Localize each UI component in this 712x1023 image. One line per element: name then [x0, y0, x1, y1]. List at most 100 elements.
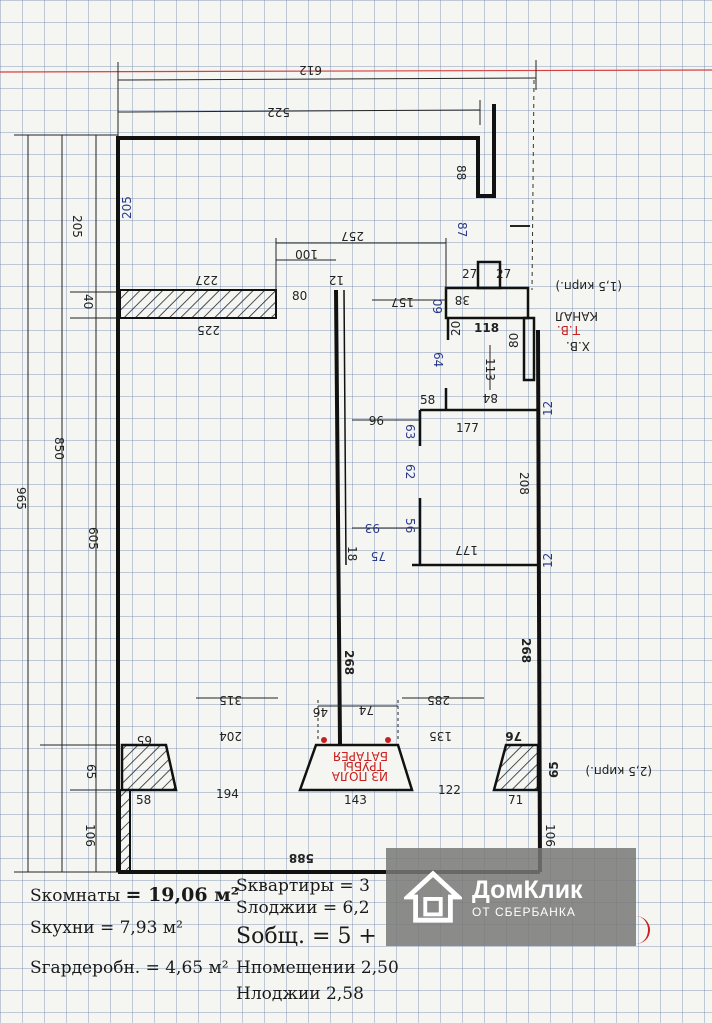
dim-27b: 27: [496, 267, 511, 281]
area-kvartiry-value: = 3: [339, 876, 370, 896]
left-dimension-lines: [14, 134, 118, 873]
dim-113: 113: [483, 358, 497, 381]
dim-204: 204: [219, 729, 242, 743]
area-kvartiry-label: Sквартиры: [236, 876, 335, 896]
area-kvartiry: Sквартиры = 3: [236, 876, 370, 896]
dim-65-left: 65: [84, 764, 98, 779]
dim-64: 64: [431, 352, 445, 367]
area-kuhni-label: Sкухни: [30, 918, 95, 938]
top-dimension-lines: [117, 60, 537, 140]
dim-225: 225: [197, 323, 220, 337]
area-kuhni-value: = 7,93 м²: [99, 918, 183, 938]
dim-12-top: 12: [329, 273, 344, 287]
arrow-lines: [196, 225, 530, 742]
area-garderob-value: = 4,65 м²: [145, 958, 229, 978]
dim-88: 88: [454, 165, 468, 180]
dimension-labels: 612 522 88 87 205 205 257 100 12 80 227 …: [14, 63, 652, 865]
dim-56: 56: [403, 518, 417, 533]
dim-106-right: 106: [543, 824, 557, 847]
dim-106-left: 106: [83, 824, 97, 847]
label-kirp-25: (2,5 кирп.): [585, 764, 652, 778]
dim-177b: 177: [455, 543, 478, 557]
hatched-beam: [119, 289, 277, 319]
area-obsh-label: Sобщ.: [236, 924, 306, 949]
dim-205-inner: 205: [120, 196, 134, 219]
area-obsh: Sобщ. = 5 +: [236, 924, 377, 949]
dim-588: 588: [289, 851, 314, 865]
dim-93: 93: [365, 521, 380, 535]
pier-center: [298, 743, 414, 792]
dim-122: 122: [438, 783, 461, 797]
watermark-brand: ДомКлик: [472, 875, 583, 904]
partition-wall-center: [334, 289, 342, 745]
dim-315: 315: [219, 693, 242, 707]
dim-18: 18: [345, 546, 359, 561]
area-komnaty: Sкомнаты = 19,06 м²: [30, 884, 239, 906]
dashed-reference-line: [531, 79, 535, 291]
dim-965: 965: [14, 487, 28, 510]
dim-58a: 58: [420, 393, 435, 407]
pier-left: [120, 743, 178, 792]
area-garderob: Sгардеробн. = 4,65 м²: [30, 958, 229, 978]
dim-205-left: 205: [70, 215, 84, 238]
label-kirp-15: (1,5 кирп.): [555, 279, 622, 293]
dim-257: 257: [341, 229, 364, 243]
area-lodzhii-label: Sлоджии: [236, 898, 318, 918]
left-wall-segment: [119, 789, 131, 873]
dim-63: 63: [403, 424, 417, 439]
dim-80-top: 80: [292, 289, 307, 303]
dim-46: 46: [313, 705, 328, 719]
label-tv: Т.В.: [557, 323, 581, 337]
area-lodzhii: Sлоджии = 6,2: [236, 898, 370, 918]
label-truby: ТРУБЫ: [343, 759, 385, 773]
dim-65-pier-left: 65: [137, 733, 152, 747]
dim-605: 605: [86, 527, 100, 550]
area-lodzhii-value: = 6,2: [322, 898, 370, 918]
wardrobe-walls: [412, 388, 540, 567]
area-garderob-label: Sгардеробн.: [30, 958, 141, 978]
red-bracket-mark: [636, 916, 650, 944]
dim-208: 208: [517, 472, 531, 495]
paper-margin-line: [0, 69, 712, 73]
dim-76: 76: [505, 729, 522, 743]
house-logo-icon: [404, 870, 462, 923]
dim-71: 71: [508, 793, 523, 807]
watermark-text: ДомКлик ОТ СБЕРБАНКА: [472, 876, 583, 919]
dim-522: 522: [267, 105, 290, 119]
dim-38: 38: [455, 293, 470, 307]
pipe-marker-right: [385, 737, 391, 743]
partition-wall-inner: [343, 289, 347, 566]
dim-177a: 177: [456, 421, 479, 435]
ceiling-height-rooms: Нпомещении 2,50: [236, 958, 399, 978]
dim-194: 194: [216, 787, 239, 801]
area-kuhni: Sкухни = 7,93 м²: [30, 918, 183, 938]
watermark-sub: ОТ СБЕРБАНКА: [472, 904, 576, 919]
pipe-marker-left: [321, 737, 327, 743]
area-komnaty-value: = 19,06 м²: [125, 884, 240, 906]
dim-285: 285: [427, 693, 450, 707]
area-obsh-value: = 5 +: [312, 924, 377, 949]
dim-118: 118: [474, 321, 499, 335]
dim-65-right: 65: [547, 761, 561, 778]
dim-80b: 80: [507, 333, 521, 348]
dim-268-right: 268: [519, 638, 533, 663]
label-batareya: БАТАРЕЯ: [333, 749, 388, 763]
dim-74: 74: [359, 703, 374, 717]
dim-75: 75: [371, 549, 386, 563]
dim-100: 100: [295, 247, 318, 261]
dim-62: 62: [403, 464, 417, 479]
ceiling-height-loggia: Нлоджии 2,58: [236, 984, 364, 1004]
dim-84: 84: [483, 391, 498, 405]
ventilation-shaft: [444, 260, 536, 382]
label-iz-pola: ИЗ ПОЛА: [331, 769, 388, 783]
dim-268-center: 268: [342, 650, 356, 675]
dim-157: 157: [391, 295, 414, 309]
area-komnaty-label: Sкомнаты: [30, 886, 121, 906]
dim-135: 135: [429, 729, 452, 743]
dim-87: 87: [455, 222, 469, 237]
pier-right: [492, 743, 540, 792]
dim-58b: 58: [136, 793, 151, 807]
dim-40: 40: [81, 294, 95, 309]
dim-27a: 27: [462, 267, 477, 281]
